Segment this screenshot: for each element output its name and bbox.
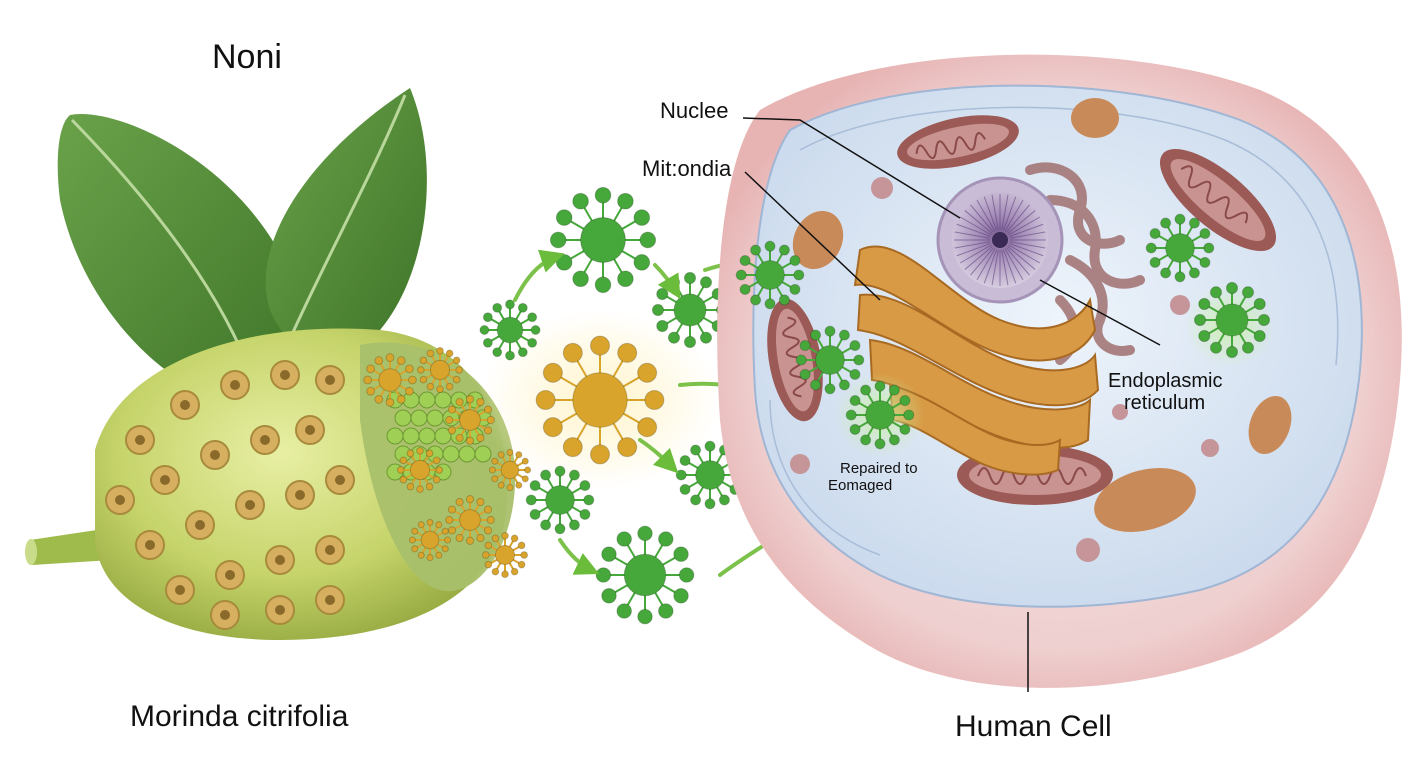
green-compound — [595, 525, 695, 625]
green-compound — [479, 299, 541, 361]
page-title: Noni — [212, 38, 282, 76]
green-repair-particle — [1145, 213, 1215, 283]
repair-label-line1: Repaired to — [840, 460, 918, 477]
fruit-spot-center — [210, 450, 220, 460]
fruit-spot-center — [280, 370, 290, 380]
fruit-spot-center — [335, 475, 345, 485]
gold-compound — [363, 353, 417, 407]
flesh-cell — [410, 409, 428, 427]
flesh-cell — [434, 391, 452, 409]
flesh-cell — [418, 391, 436, 409]
repair-particles — [735, 213, 1271, 450]
fruit-spots — [105, 360, 355, 630]
golgi-apparatus — [853, 245, 1100, 476]
mitochondria-label: Mit:ondia — [642, 156, 732, 181]
fruit-spot-center — [325, 595, 335, 605]
gold-compound — [481, 531, 529, 579]
green-repair-particle — [1193, 281, 1271, 359]
flesh-cell — [474, 445, 492, 463]
flesh-cell — [458, 445, 476, 463]
leaf-right — [265, 88, 427, 355]
fruit-spot-center — [260, 435, 270, 445]
fruit-spot-center — [325, 375, 335, 385]
green-compound — [525, 465, 595, 535]
green-repair-particle — [845, 380, 915, 450]
flesh-cell — [442, 445, 460, 463]
flesh-cell — [402, 427, 420, 445]
cell-name-label: Human Cell — [955, 710, 1112, 743]
mitochondrion — [1159, 148, 1277, 252]
gold-compound — [396, 446, 444, 494]
fruit-spot-center — [195, 520, 205, 530]
fruit-spot-center — [225, 570, 235, 580]
green-repair-particle — [795, 325, 865, 395]
green-repair-particle — [735, 240, 805, 310]
flesh-cell — [386, 427, 404, 445]
repair-label: Repaired to Eomaged — [828, 460, 918, 494]
er-label-line2: reticulum — [1124, 392, 1206, 414]
fruit-spot-center — [220, 610, 230, 620]
nucleus — [936, 176, 1064, 304]
mitochondrion — [767, 298, 823, 422]
fruit-spot-center — [245, 500, 255, 510]
repair-label-line2: Eomaged — [828, 477, 893, 494]
gold-compound — [408, 518, 452, 562]
flesh-cell — [394, 409, 412, 427]
gold-compound — [488, 448, 532, 492]
flesh-cell — [418, 427, 436, 445]
fruit-spot-center — [145, 540, 155, 550]
fruit-stem — [30, 528, 112, 565]
fruit-spot-center — [230, 380, 240, 390]
fruit-spot-center — [175, 585, 185, 595]
fruit-spot-center — [160, 475, 170, 485]
gold-compound — [445, 495, 495, 545]
fruit-name-label: Morinda citrifolia — [130, 700, 349, 733]
gold-compound — [535, 335, 665, 465]
released-compounds — [363, 186, 745, 625]
er-label: Endoplasmic reticulum — [1108, 370, 1223, 414]
fruit-spot-center — [325, 545, 335, 555]
vesicles — [790, 98, 1292, 562]
nucleus-label: Nuclee — [660, 98, 729, 123]
fruit-spot-center — [135, 435, 145, 445]
flesh-cell — [426, 409, 444, 427]
fruit-spot-center — [305, 425, 315, 435]
fruit-spot-center — [180, 400, 190, 410]
fruit-spot-center — [115, 495, 125, 505]
human-cell — [717, 54, 1402, 688]
fruit-spot-center — [275, 605, 285, 615]
fruit-spot-center — [295, 490, 305, 500]
gold-compound — [416, 346, 464, 394]
leader-lines — [742, 117, 1161, 692]
gold-compound — [445, 395, 495, 445]
er-label-line1: Endoplasmic — [1108, 370, 1223, 392]
noni-fruit — [25, 328, 516, 640]
mitochondrion — [897, 115, 1019, 169]
fruit-spot-center — [275, 555, 285, 565]
green-compound — [549, 186, 657, 294]
